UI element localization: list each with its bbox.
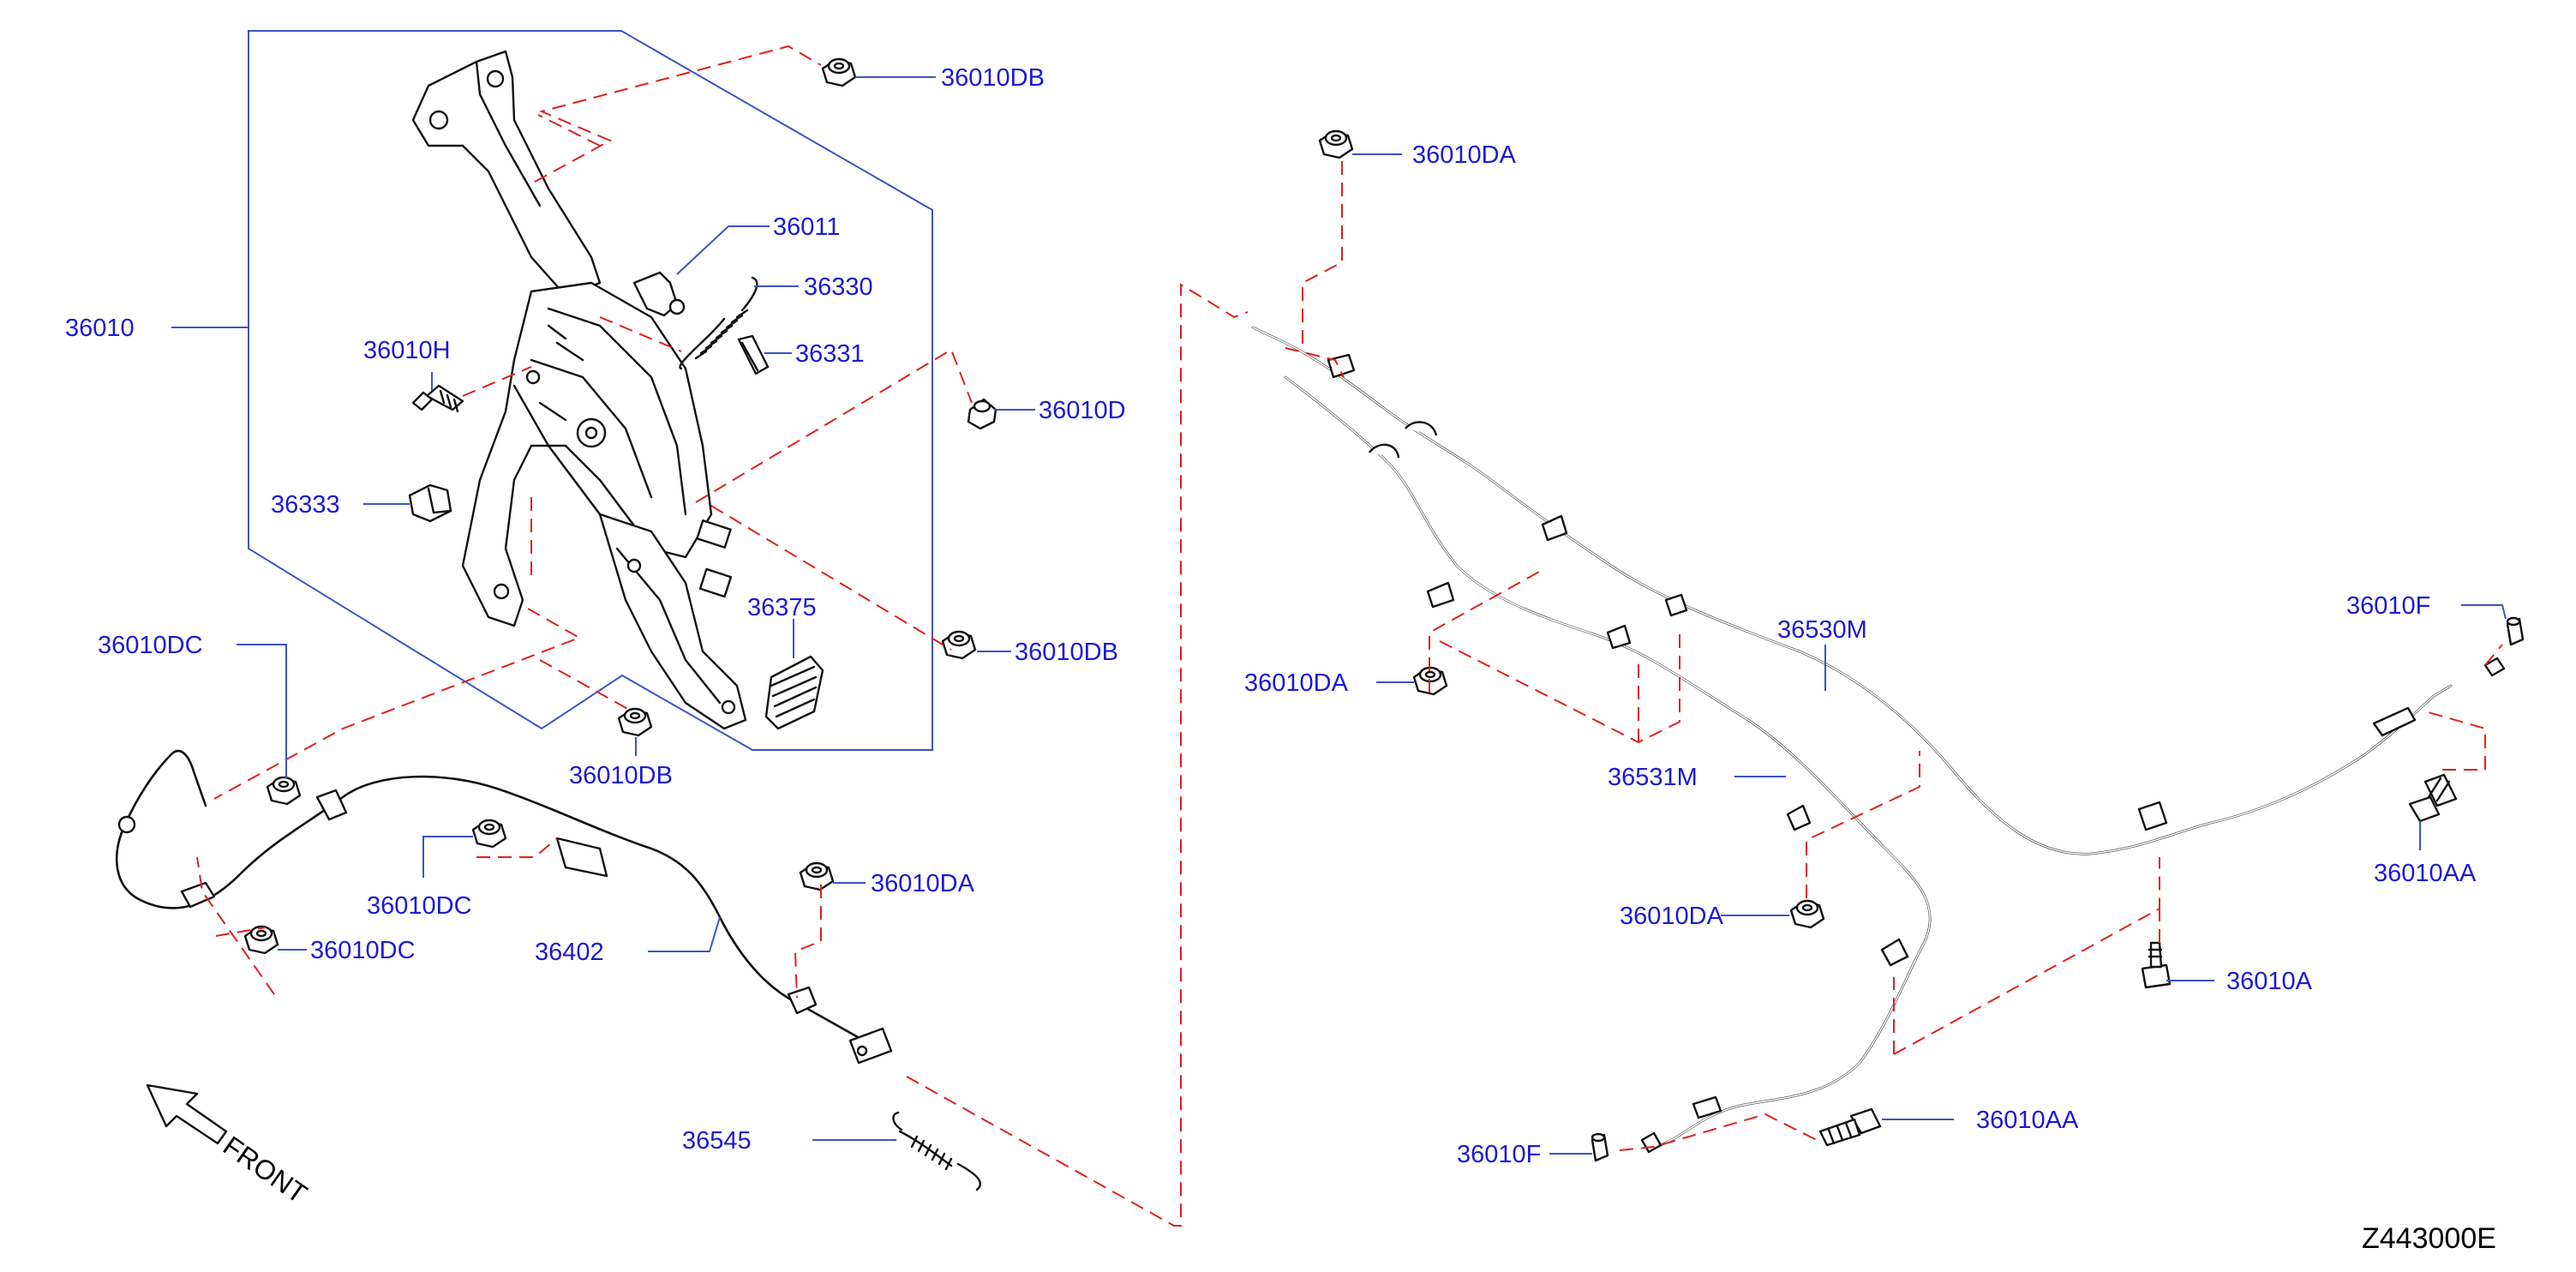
nut-36010da-top-icon [1318, 129, 1354, 159]
label-36010dc-mid: 36010DC [367, 892, 472, 920]
label-36333: 36333 [271, 491, 340, 519]
nut-36010db-top-icon [821, 57, 857, 87]
nut-36010da-left-icon [799, 861, 835, 891]
bushing-36331-icon [737, 334, 770, 375]
label-36010d: 36010D [1039, 397, 1126, 424]
part-labels: 36010 36010DB 36011 36330 36010H 36331 3… [65, 64, 2477, 1168]
bolt-36010aa-bottom-icon [1818, 1107, 1882, 1147]
front-label: FRONT [218, 1130, 313, 1209]
label-36010dc-low: 36010DC [310, 937, 416, 964]
label-36011: 36011 [773, 213, 841, 241]
label-36010a: 36010A [2226, 968, 2313, 995]
front-cable-36402 [115, 749, 893, 1065]
bolt-36010a-icon [2141, 941, 2172, 989]
label-36545: 36545 [682, 1127, 752, 1155]
label-36010dc-top: 36010DC [98, 632, 203, 659]
leader-lines [171, 76, 2507, 1155]
label-36010aa-bottom: 36010AA [1976, 1107, 2079, 1134]
label-36010db-top: 36010DB [941, 64, 1045, 92]
nut-36010dc-mid-icon [471, 819, 507, 849]
nut-36010dc-top-icon [266, 776, 302, 806]
clip-36333-icon [408, 483, 452, 523]
nut-36010db-mid-icon [941, 630, 977, 660]
nut-36010db-bottom-icon [617, 707, 653, 737]
pin-36010f-bottom-icon [1591, 1132, 1609, 1162]
label-36010h: 36010H [363, 337, 451, 364]
spring-36545-icon [892, 1111, 982, 1191]
nut-36010da-low-icon [1789, 899, 1825, 929]
label-36331: 36331 [795, 340, 865, 368]
rear-cable-36530m [1251, 326, 2506, 855]
label-36010db-bottom: 36010DB [569, 762, 673, 789]
label-36402: 36402 [535, 939, 604, 966]
label-36010f-bottom: 36010F [1457, 1141, 1541, 1168]
pedal-assembly-outline [248, 30, 933, 751]
label-36010da-mid: 36010DA [1244, 669, 1349, 697]
pedal-pad-36375-icon [764, 655, 824, 730]
label-36530m: 36530M [1777, 616, 1867, 644]
label-36010db-mid: 36010DB [1015, 639, 1118, 666]
parking-brake-pedal-assembly [411, 50, 747, 730]
nut-36010dc-low-icon [243, 925, 279, 955]
label-36010: 36010 [65, 315, 135, 342]
spring-36330-icon [679, 276, 758, 370]
rear-cable-36531m [1284, 375, 1932, 1154]
diagram-code: Z443000E [2362, 1222, 2496, 1255]
label-36010aa-right: 36010AA [2374, 860, 2477, 887]
pin-36010f-right-icon [2506, 616, 2525, 646]
screw-36010h-icon [411, 384, 464, 413]
label-36010f-right: 36010F [2346, 592, 2430, 620]
bolt-36010aa-right-icon [2408, 773, 2458, 823]
label-36375: 36375 [747, 594, 817, 621]
nut-36010d-icon [967, 398, 997, 430]
bracket-36011-icon [632, 271, 686, 317]
label-36531m: 36531M [1608, 764, 1698, 791]
front-direction-arrow [146, 1083, 228, 1145]
label-36330: 36330 [804, 273, 873, 301]
label-36010da-left: 36010DA [871, 870, 975, 897]
label-36010da-low: 36010DA [1620, 903, 1724, 930]
phantom-lines [196, 45, 2503, 1227]
label-36010da-top: 36010DA [1412, 141, 1517, 169]
